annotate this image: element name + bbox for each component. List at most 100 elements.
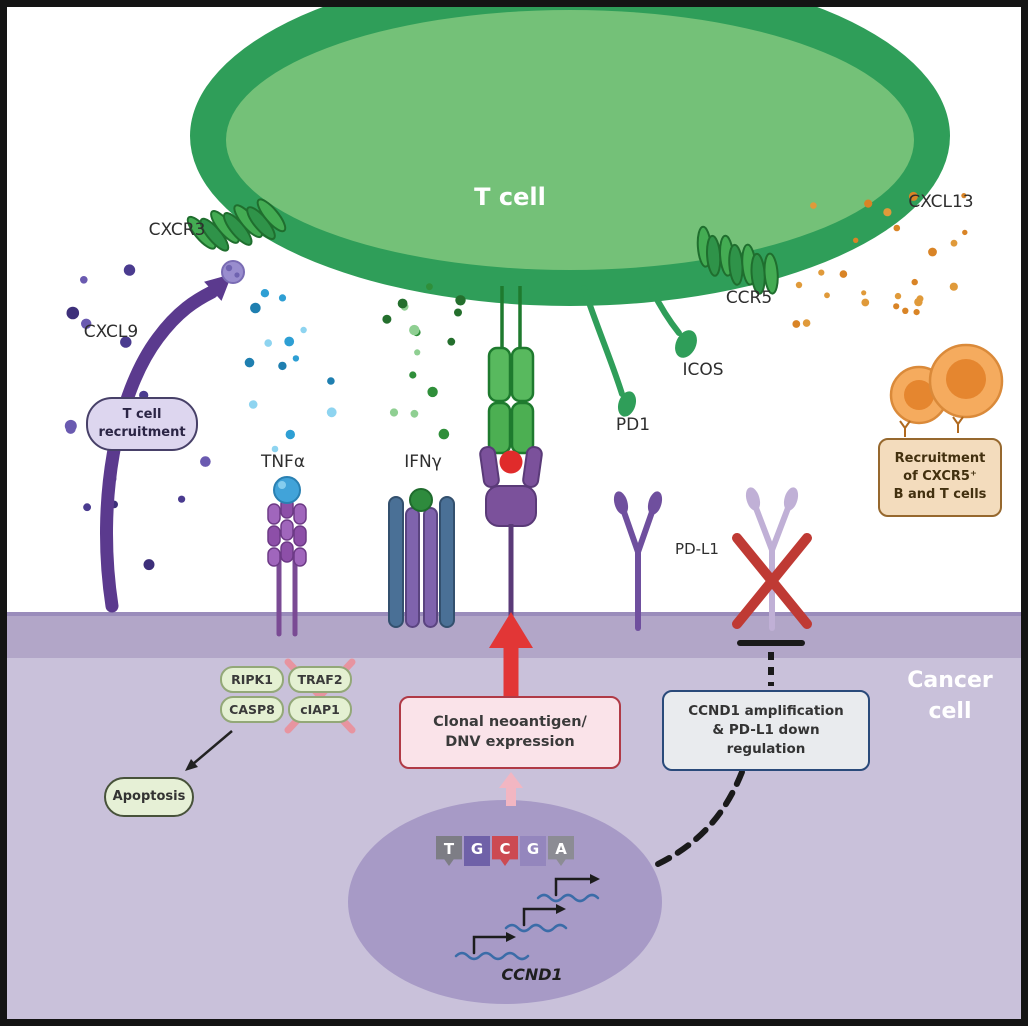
dna-base-C: C — [492, 836, 518, 866]
bcr-antenna-icon — [952, 416, 964, 433]
cxcl9-dots — [81, 318, 92, 329]
pd1-receptor-icon — [581, 285, 637, 417]
dna-base-T: T — [436, 836, 462, 866]
nucleus-to-box-arrow — [499, 772, 523, 806]
t-cell-body-shape — [226, 10, 914, 270]
cxcl13-dots — [962, 229, 968, 236]
ifng-dots — [409, 371, 417, 379]
cxcl13-dots — [908, 191, 918, 201]
apoptosis-badge: Apoptosis — [104, 777, 194, 818]
ccnd1-nucleus-connector — [655, 769, 745, 867]
cxcl13-dots — [961, 193, 967, 199]
cxcl9-dots — [200, 456, 211, 467]
cxcl13-dots — [818, 269, 825, 276]
pdl1-receptor-icon — [613, 491, 663, 631]
cxcr5-recruitment-badge: Recruitment of CXCR5⁺ B and T cells — [878, 438, 1002, 517]
ifng-dots — [414, 349, 421, 356]
tnfa-dots — [292, 355, 300, 362]
t-cell-label: T cell — [474, 183, 546, 211]
cxcl13-dots — [802, 319, 811, 327]
neoantigen-dot-icon — [499, 450, 523, 474]
tnfa-dots — [271, 445, 279, 453]
label-ccr5: CCR5 — [725, 288, 773, 308]
ccnd1-amplification-badge: CCND1 amplification & PD-L1 down regulat… — [662, 690, 870, 771]
apoptosis-arrow — [185, 730, 233, 771]
cxcl9-dots — [123, 264, 136, 276]
cancer-nucleus-shape — [348, 800, 662, 1004]
tcr-receptor-icon — [487, 286, 535, 455]
ccr5-receptor-icon — [696, 225, 779, 295]
ifng-dots — [455, 295, 466, 306]
cancer-cell-label: Cancer cell — [907, 668, 993, 724]
cxcl13-dots — [893, 224, 901, 232]
cxcl13-dots — [950, 239, 958, 247]
clonal-neoantigen-badge: Clonal neoantigen/ DNV expression — [399, 696, 621, 769]
traf2-pill: TRAF2 — [288, 666, 352, 693]
mhc-antigen-icon — [479, 446, 543, 628]
pdl1-downregulated-icon — [745, 487, 799, 631]
cxcl13-dots — [792, 320, 801, 328]
cxcl13-dots — [893, 303, 900, 310]
cxcr3-receptor-icon — [186, 198, 287, 252]
label-cxcl9: CXCL9 — [83, 322, 139, 342]
t-cell-recruitment-badge: T cell recruitment — [86, 397, 198, 452]
tnf-receptor-icon — [267, 476, 307, 637]
ifng-dots — [397, 298, 408, 309]
transcription-icons — [454, 874, 600, 961]
ccnd1-gene-label: CCND1 — [501, 965, 563, 984]
tnfa-dots — [278, 294, 287, 302]
cxcl9-dots — [143, 559, 155, 571]
tnfa-dots — [260, 289, 270, 298]
cxcl13-dots — [894, 292, 902, 300]
ifng-dots — [382, 314, 392, 324]
cxcl9-dots — [178, 495, 186, 503]
cxcl13-dots — [949, 282, 958, 291]
cxcl13-dots — [853, 237, 859, 243]
tnfa-dots — [248, 400, 258, 409]
tnfa-dots — [326, 407, 337, 418]
bcr-antenna-icon — [899, 420, 911, 437]
cancer-cell-membrane-edge — [0, 612, 1028, 616]
ifng-dots — [438, 428, 450, 440]
cxcl9-dots — [64, 419, 77, 432]
b-t-cells-icon — [889, 343, 1004, 437]
cxcl9-ligand-icon — [221, 260, 245, 284]
ifng-ligand-icon — [409, 488, 433, 512]
label-ifng: IFNγ — [404, 452, 442, 472]
tnfa-dots — [300, 326, 307, 334]
ifn-gamma-receptor-icon — [388, 488, 455, 628]
cxcl13-dots — [928, 247, 937, 257]
casp8-pill: CASP8 — [220, 696, 284, 723]
cxcl13-dots — [810, 202, 817, 209]
dna-base-G: G — [520, 836, 546, 866]
cxcl13-dots — [824, 292, 830, 299]
ciap1-pill: cIAP1 — [288, 696, 352, 723]
ifng-dots — [426, 283, 433, 291]
cxcl13-dots — [883, 208, 892, 217]
cxcl13-dots — [911, 278, 918, 286]
ripk1-pill: RIPK1 — [220, 666, 284, 693]
tnfa-dots — [244, 357, 255, 368]
tnfa-dots — [285, 429, 295, 440]
dna-base-A: A — [548, 836, 574, 866]
tnfa-dots — [264, 339, 273, 347]
ifng-dots — [389, 408, 399, 417]
ifng-dots — [409, 324, 420, 336]
neoantigen-presentation-arrow — [489, 612, 533, 696]
pdl1-blocked-x-icon — [732, 533, 812, 629]
cxcl9-dots — [66, 306, 80, 320]
ifng-dots — [410, 409, 419, 418]
pdl1-inhibition-connector — [737, 640, 805, 686]
ifng-dots — [447, 337, 456, 346]
label-pd1: PD1 — [615, 415, 651, 435]
ifng-dots — [427, 386, 438, 398]
tnfa-dots — [284, 336, 295, 347]
cxcl13-dots — [861, 298, 870, 307]
label-tnfa: TNFα — [260, 452, 306, 472]
cxcl13-dots — [839, 270, 848, 278]
tnfa-dots — [250, 302, 261, 314]
cxcl9-dots — [120, 336, 132, 348]
